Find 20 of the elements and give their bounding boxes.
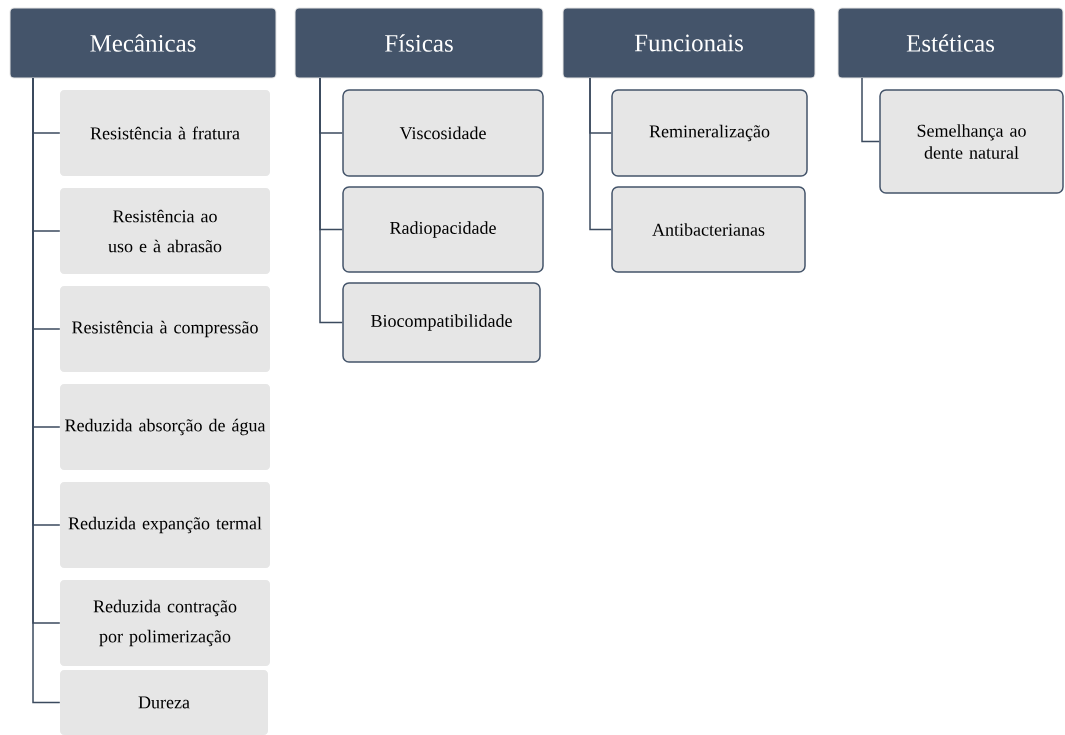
category-header: Mecânicas: [9, 7, 277, 79]
property-box: Reduzida contração por polimerização: [60, 580, 270, 666]
connector-line: [319, 77, 343, 324]
property-box: Semelhança ao dente natural: [879, 89, 1064, 194]
connector-line: [589, 77, 612, 231]
category-header: Estéticas: [837, 7, 1064, 79]
property-box: Resistência ao uso e à abrasão: [60, 188, 270, 274]
connector-line: [861, 77, 880, 143]
property-box: Viscosidade: [342, 89, 544, 177]
property-box: Antibacterianas: [611, 186, 806, 273]
property-box: Biocompatibilidade: [342, 282, 541, 363]
category-header: Funcionais: [562, 7, 816, 79]
property-box: Reduzida expanção termal: [60, 482, 270, 568]
property-box: Resistência à compressão: [60, 286, 270, 372]
property-box: Dureza: [60, 670, 268, 735]
property-box: Resistência à fratura: [60, 90, 270, 176]
property-box: Radiopacidade: [342, 186, 544, 273]
property-box: Remineralização: [611, 89, 808, 177]
category-header: Físicas: [294, 7, 544, 79]
property-box: Reduzida absorção de água: [60, 384, 270, 470]
